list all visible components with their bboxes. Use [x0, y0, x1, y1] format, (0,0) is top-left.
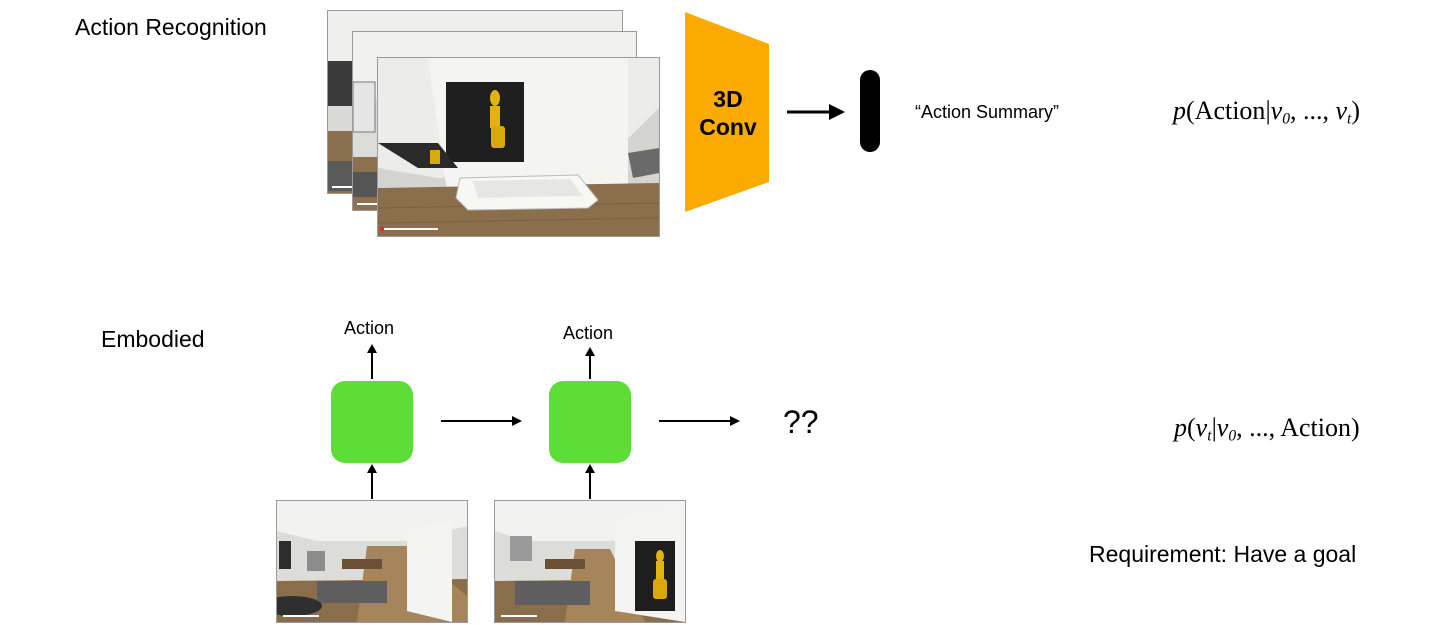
- formula2-sub0: 0: [1228, 427, 1237, 445]
- step1-up-arrow-bottom: [367, 464, 377, 499]
- formula2-subt: t: [1207, 427, 1212, 445]
- recurrent-block-1: [331, 381, 413, 463]
- step1-up-arrow-top: [367, 344, 377, 379]
- formula1-sub0: 0: [1282, 110, 1290, 128]
- formula1-event: Action: [1194, 96, 1266, 125]
- feature-vector-bar: [860, 70, 880, 152]
- formula2-close: ): [1350, 413, 1360, 442]
- formula2-event: Action: [1280, 413, 1351, 442]
- recurrent-block-2: [549, 381, 631, 463]
- formula1-v0: v: [1270, 96, 1283, 125]
- observation-frame-2: [494, 500, 686, 623]
- arrow-to-feature: [787, 104, 845, 120]
- formula1-close: ): [1351, 96, 1361, 125]
- step2-up-arrow-top: [585, 347, 595, 379]
- formula2-v0: v: [1216, 413, 1229, 442]
- action-recognition-title: Action Recognition: [75, 14, 267, 40]
- formula2-v: v: [1195, 413, 1208, 442]
- requirement-text: Requirement: Have a goal: [1089, 541, 1357, 567]
- conv3d-block: [685, 12, 769, 212]
- formula1-bar: |: [1265, 96, 1271, 125]
- formula1-subt: t: [1347, 110, 1352, 128]
- formula1-p: p: [1173, 96, 1186, 125]
- recurrent-arrow-2: [659, 416, 740, 426]
- recurrent-arrow-1: [441, 416, 522, 426]
- formula1-vt: v: [1335, 96, 1348, 125]
- conv3d-label-line1: 3D: [713, 86, 743, 112]
- step1-action-label: Action: [344, 318, 395, 338]
- formula1-open: (: [1186, 96, 1195, 125]
- formula2-rest: , ...,: [1236, 413, 1281, 442]
- conv3d-label-line2: Conv: [699, 114, 757, 140]
- conv3d-label: 3D Conv: [686, 85, 770, 141]
- formula2-bar: |: [1211, 413, 1217, 442]
- step2-up-arrow-bottom: [585, 464, 595, 499]
- formula1-rest: , ...,: [1290, 96, 1336, 125]
- action-recognition-formula: p(Action|v0, ..., vt): [1173, 96, 1360, 129]
- formula2-p: p: [1174, 413, 1187, 442]
- embodied-title: Embodied: [101, 326, 205, 352]
- unknown-next-label: ??: [783, 404, 819, 440]
- video-frame-front: [377, 57, 660, 237]
- step2-action-label: Action: [563, 323, 614, 343]
- action-summary-label: “Action Summary”: [915, 102, 1060, 122]
- observation-frame-1: [276, 500, 468, 623]
- embodied-formula: p(vt|v0, ..., Action): [1174, 413, 1360, 446]
- formula2-open: (: [1187, 413, 1196, 442]
